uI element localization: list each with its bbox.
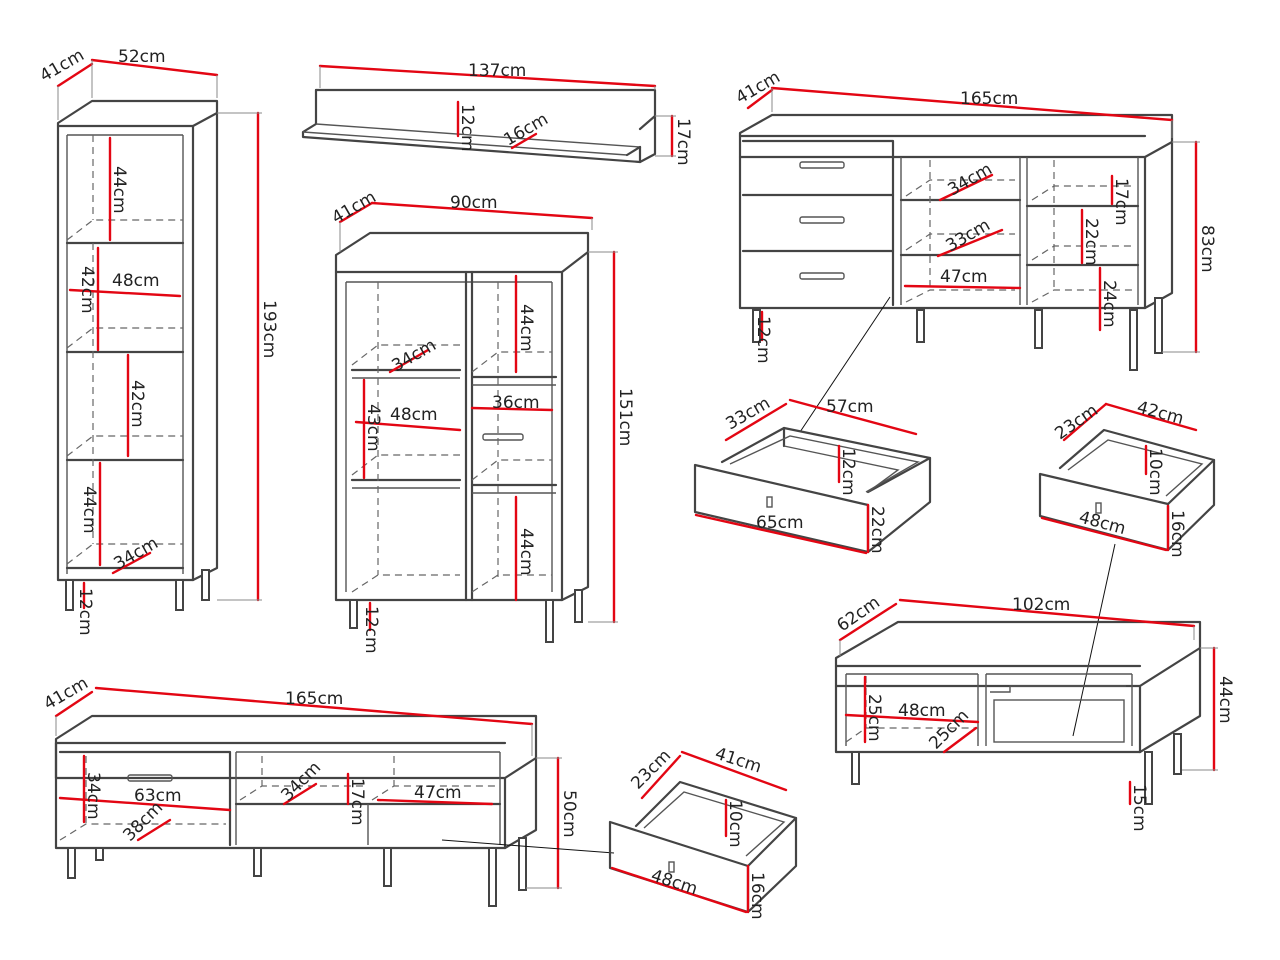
sb-comp-depth2-label: 33cm xyxy=(943,215,994,256)
tv-left-h-label: 34cm xyxy=(83,772,103,820)
sd-inner-h-label: 12cm xyxy=(838,448,858,496)
ct-height-label: 44cm xyxy=(1215,676,1235,724)
ws-inner-d-label: 16cm xyxy=(501,109,552,150)
tc-height-label: 193cm xyxy=(259,300,279,358)
vt-leg-label: 12cm xyxy=(361,606,381,654)
ws-width-label: 137cm xyxy=(468,61,526,81)
ct-width-label: 102cm xyxy=(1012,595,1070,615)
sideboard: 41cm 165cm 83cm 34cm 33cm 47cm 17cm 22cm… xyxy=(733,67,1217,433)
tc-depth-label: 41cm xyxy=(37,45,88,86)
tc-shelf2-w-label: 48cm xyxy=(112,271,160,291)
dr-inner-h-label: 10cm xyxy=(1145,448,1165,496)
coffee-table: 62cm 102cm 44cm 25cm 48cm 25cm 15cm xyxy=(833,592,1235,831)
sb-depth-label: 41cm xyxy=(733,67,784,108)
wall-shelf: 137cm 17cm 12cm 16cm xyxy=(301,61,693,166)
vt-drawer-w-label: 36cm xyxy=(492,393,540,413)
tv-left-w-label: 63cm xyxy=(134,786,182,806)
dr-width-label: 42cm xyxy=(1135,398,1186,430)
tc-leg-label: 12cm xyxy=(75,588,95,636)
vt-width-label: 90cm xyxy=(450,193,498,213)
sb-right-h2-label: 22cm xyxy=(1081,218,1101,266)
td-front-h-label: 16cm xyxy=(747,872,767,920)
vt-height-label: 151cm xyxy=(615,388,635,446)
ct-leg-label: 15cm xyxy=(1129,784,1149,832)
sd-front-w-label: 65cm xyxy=(756,513,804,533)
sb-leg-label: 12cm xyxy=(753,316,773,364)
vt-left-h-label: 43cm xyxy=(363,404,383,452)
sd-front-h-label: 22cm xyxy=(867,506,887,554)
vt-left-w-label: 48cm xyxy=(390,405,438,425)
ws-height-label: 17cm xyxy=(673,118,693,166)
ws-inner-h-label: 12cm xyxy=(457,104,477,152)
vt-depth-label: 41cm xyxy=(329,187,380,228)
sb-right-h1-label: 17cm xyxy=(1111,178,1131,226)
tv-stand: 41cm 165cm 50cm 34cm 63cm 38cm 34cm 17cm… xyxy=(41,673,615,907)
sb-right-h3-label: 24cm xyxy=(1099,280,1119,328)
tv-height-label: 50cm xyxy=(559,790,579,838)
sb-comp-w-label: 47cm xyxy=(940,267,988,287)
tc-shelf4-h-label: 44cm xyxy=(79,486,99,534)
sd-depth-label: 33cm xyxy=(723,393,774,434)
tv-mid-d-label: 34cm xyxy=(277,758,325,806)
sb-width-label: 165cm xyxy=(960,89,1018,109)
tv-width-label: 165cm xyxy=(285,689,343,709)
vt-bottom-right-label: 44cm xyxy=(516,528,536,576)
tc-shelf1-label: 44cm xyxy=(109,166,129,214)
td-inner-h-label: 10cm xyxy=(725,800,745,848)
vt-top-right-label: 44cm xyxy=(516,304,536,352)
tall-cabinet: 41cm 52cm 193cm 44cm 42cm 48cm 42cm 44cm… xyxy=(37,45,280,635)
sd-width-label: 57cm xyxy=(826,397,874,417)
sb-comp-depth-label: 34cm xyxy=(945,159,996,200)
ct-shelf-h-label: 25cm xyxy=(864,694,884,742)
sideboard-drawer: 33cm 57cm 12cm 65cm 22cm xyxy=(693,393,932,555)
tv-drawer: 23cm 41cm 10cm 48cm 16cm xyxy=(608,744,798,920)
tv-mid-h-label: 17cm xyxy=(347,778,367,826)
vitrine: 41cm 90cm 151cm 44cm 34cm 48cm 43cm 36cm… xyxy=(329,187,636,653)
tc-width-label: 52cm xyxy=(118,47,166,67)
sb-height-label: 83cm xyxy=(1197,225,1217,273)
ct-depth-label: 62cm xyxy=(833,592,883,636)
ct-shelf-w-label: 48cm xyxy=(898,701,946,721)
tc-shelf2-h-label: 42cm xyxy=(77,266,97,314)
tv-right-w-label: 47cm xyxy=(414,783,462,803)
tc-shelf3-label: 42cm xyxy=(127,380,147,428)
dr-front-h-label: 16cm xyxy=(1167,510,1187,558)
